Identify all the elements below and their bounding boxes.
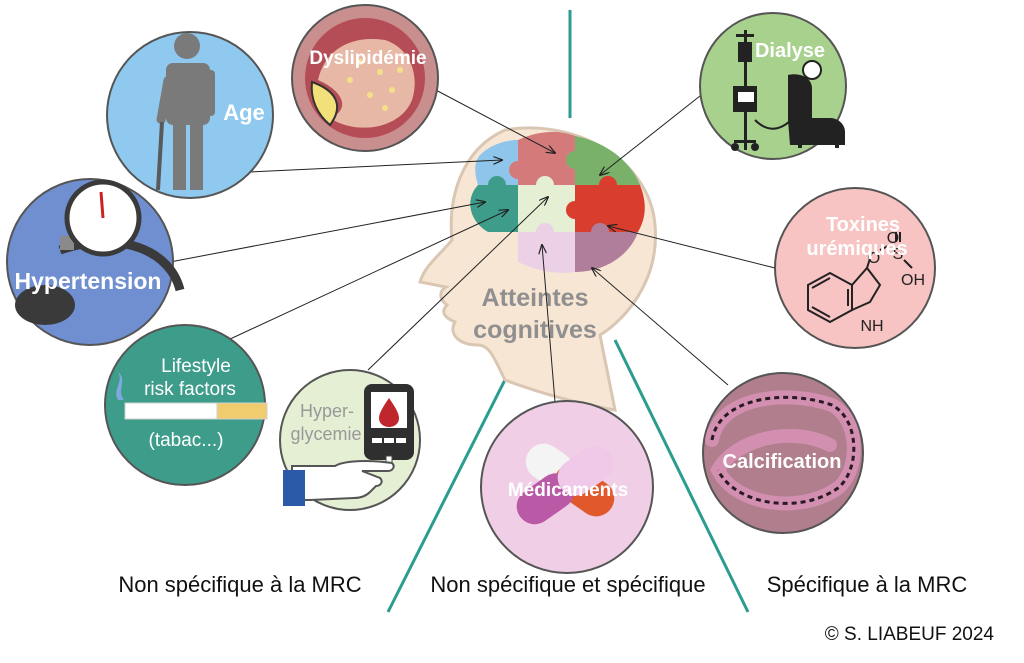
puzzle-knob bbox=[509, 161, 527, 179]
arrow-toxines bbox=[608, 226, 776, 269]
arrow-lifestyle bbox=[227, 210, 508, 341]
machine-screen-icon bbox=[738, 92, 754, 102]
chem-o-top: O bbox=[887, 230, 899, 247]
section-label-right: Spécifique à la MRC bbox=[767, 572, 968, 597]
factor-toxines: O S O OH NH Toxines urémiques bbox=[774, 187, 936, 349]
artery-lumen-icon bbox=[318, 39, 415, 128]
dialyse-label: Dialyse bbox=[755, 40, 825, 62]
factor-calcification: Calcification bbox=[702, 372, 864, 534]
factor-age: Age bbox=[106, 31, 274, 199]
lifestyle-label-line3: (tabac...) bbox=[149, 430, 224, 451]
connector-arrows bbox=[169, 87, 776, 403]
puzzle-knob bbox=[488, 176, 506, 194]
plaque-icon bbox=[310, 80, 339, 127]
factor-dyslipidemie: Dyslipidémie bbox=[291, 4, 439, 152]
sleeve-icon bbox=[283, 470, 305, 506]
chem-s: S bbox=[893, 246, 904, 263]
factor-hyperglycemie: Hyper- glycemie bbox=[279, 369, 421, 511]
gauge-needle-icon bbox=[99, 191, 105, 219]
chem-oh: OH bbox=[901, 272, 925, 289]
puzzle-piece-green bbox=[575, 136, 640, 185]
puzzle-knob bbox=[536, 223, 554, 241]
indoxyl-sulfate-molecule-icon bbox=[807, 232, 913, 324]
gauge-stem-icon bbox=[60, 236, 74, 250]
chem-o-left: O bbox=[868, 250, 880, 267]
medicaments-label: Médicaments bbox=[508, 480, 628, 501]
cigarette-filter-icon bbox=[216, 402, 268, 420]
puzzle-piece-light-green bbox=[518, 185, 575, 232]
arrow-hypertension bbox=[169, 202, 485, 263]
section-label-middle: Non spécifique et spécifique bbox=[430, 572, 705, 597]
hypertension-label: Hypertension bbox=[15, 268, 162, 294]
factor-medicaments: Médicaments bbox=[480, 400, 654, 574]
arrow-hyperglycemie bbox=[367, 197, 548, 371]
arrow-dialyse bbox=[600, 91, 706, 175]
arrow-calcification bbox=[592, 268, 729, 386]
toxines-label-line2: urémiques bbox=[806, 238, 907, 260]
puzzle-piece-orange-red bbox=[575, 185, 645, 232]
hyperglycemie-label-line2: glycemie bbox=[290, 424, 361, 444]
calcification-label: Calcification bbox=[723, 451, 842, 473]
cigarette-paper-icon bbox=[124, 402, 218, 420]
puzzle-piece-teal bbox=[470, 185, 518, 232]
smoke-icon bbox=[116, 372, 124, 400]
calcium-deposit-icon bbox=[710, 395, 856, 505]
puzzle-piece-mauve bbox=[575, 232, 638, 272]
hand-icon bbox=[291, 460, 395, 501]
arrow-medicaments bbox=[542, 245, 556, 403]
puzzle-knob bbox=[536, 176, 554, 194]
puzzle-knob bbox=[591, 223, 609, 241]
puzzle-knob bbox=[566, 151, 584, 169]
walking-cane-icon bbox=[156, 121, 164, 191]
arrow-dyslipidemie bbox=[431, 87, 555, 153]
lifestyle-label-line2: risk factors bbox=[144, 379, 236, 400]
center-label-line1: Atteintes bbox=[482, 284, 589, 312]
hyperglycemie-label-line1: Hyper- bbox=[300, 401, 354, 421]
age-label: Age bbox=[223, 100, 265, 125]
elderly-person-icon bbox=[156, 33, 215, 190]
center-label-line2: cognitives bbox=[473, 316, 597, 344]
puzzle-knob bbox=[599, 176, 617, 194]
brain-puzzle bbox=[470, 131, 645, 273]
dialysis-chair-icon bbox=[788, 60, 845, 148]
factor-dialyse: Dialyse bbox=[699, 12, 847, 160]
section-label-left: Non spécifique à la MRC bbox=[118, 572, 361, 597]
arrow-age bbox=[249, 160, 502, 173]
chem-nh: NH bbox=[860, 318, 883, 335]
pump-bulb-icon bbox=[15, 285, 75, 325]
factor-hypertension: Hypertension bbox=[6, 178, 185, 346]
divider-right bbox=[613, 339, 750, 613]
copyright-notice: © S. LIABEUF 2024 bbox=[825, 624, 995, 645]
capsule-purple-icon bbox=[516, 445, 614, 525]
dyslipidemie-label: Dyslipidémie bbox=[309, 48, 426, 69]
blood-drop-icon bbox=[379, 398, 399, 427]
lipid-dots-icon bbox=[347, 59, 403, 111]
factor-lifestyle: Lifestyle risk factors (tabac...) bbox=[104, 324, 268, 486]
toxines-label-line1: Toxines bbox=[826, 214, 900, 236]
section-dividers bbox=[386, 10, 750, 613]
puzzle-piece-red bbox=[518, 131, 575, 185]
lifestyle-label-line1: Lifestyle bbox=[161, 356, 231, 377]
divider-left bbox=[386, 349, 522, 613]
puzzle-knob bbox=[566, 201, 584, 219]
